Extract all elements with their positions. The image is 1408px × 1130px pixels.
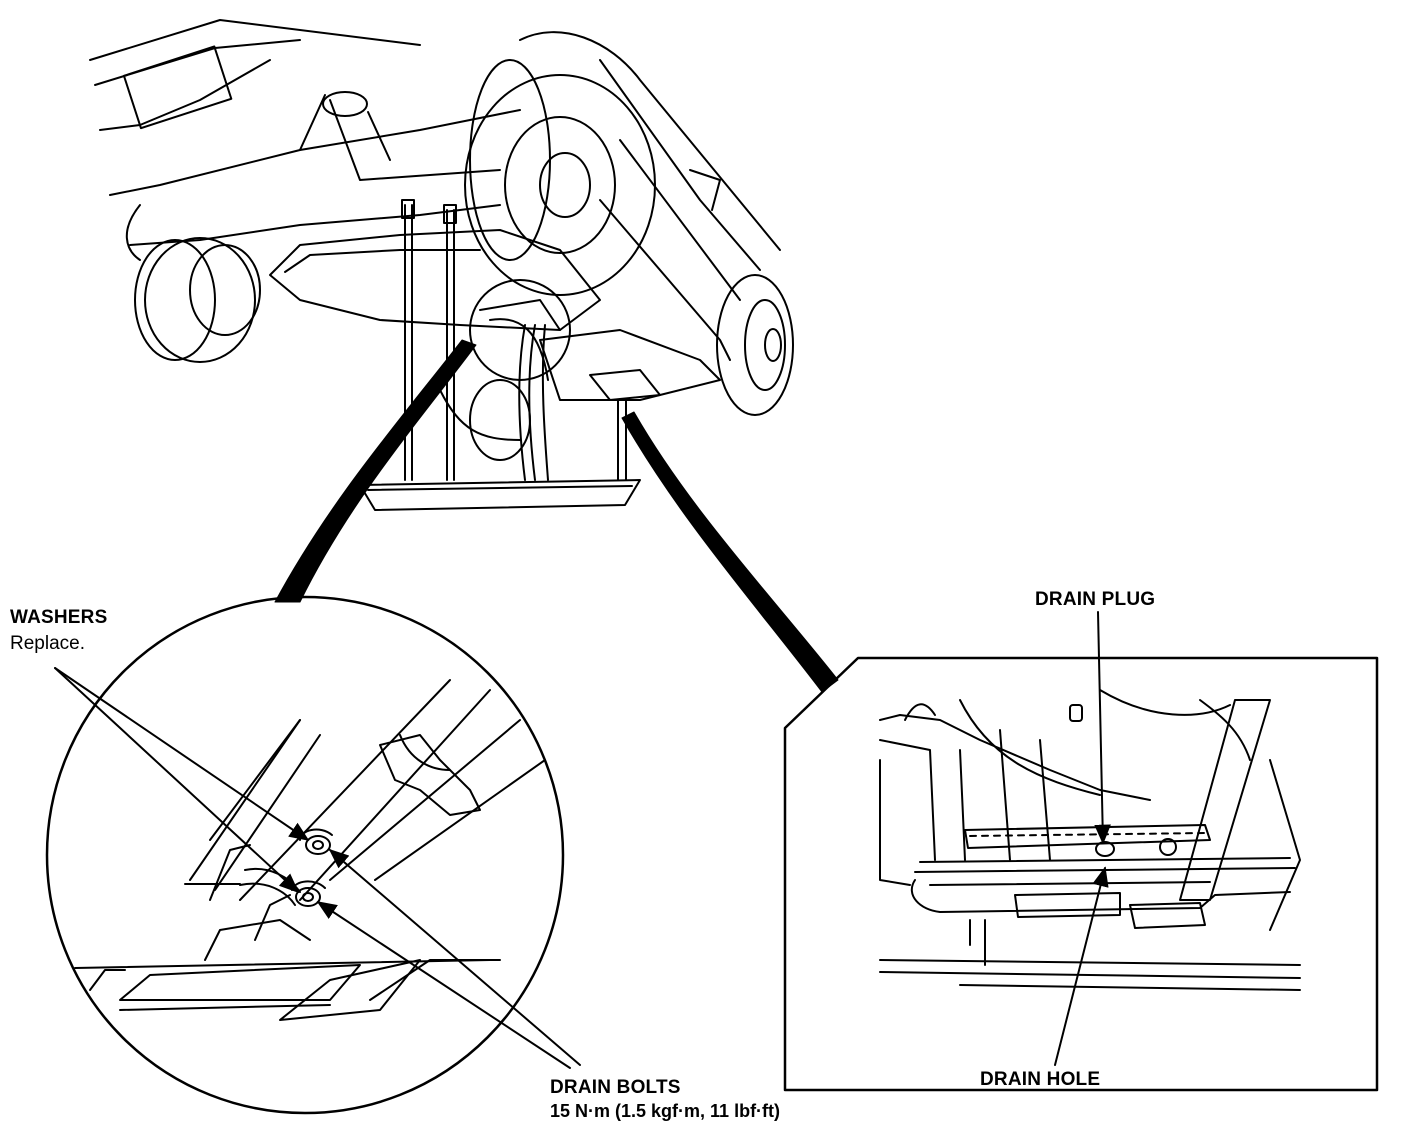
- drain-bolts-arrows: [316, 848, 581, 1069]
- drain-hole-arrow: [1054, 866, 1109, 1066]
- callout-leader-right: [621, 411, 839, 693]
- drain-plug-label: DRAIN PLUG: [1035, 589, 1156, 610]
- drain-plug-arrow: [1094, 611, 1111, 845]
- detail-box-drain-plug: [783, 656, 1379, 1092]
- drain-bolts-torque: 15 N·m (1.5 kgf·m, 11 lbf·ft): [550, 1101, 781, 1121]
- washers-arrows: [54, 667, 310, 894]
- detail-circle-drain-bolts: [45, 595, 565, 1115]
- drain-bolts-label: DRAIN BOLTS: [550, 1077, 681, 1098]
- callout-leader-left: [274, 339, 477, 603]
- washers-note: Replace.: [10, 633, 85, 654]
- vehicle-underside: [89, 19, 794, 511]
- drain-hole-label: DRAIN HOLE: [980, 1069, 1101, 1090]
- washers-label: WASHERS: [10, 607, 108, 628]
